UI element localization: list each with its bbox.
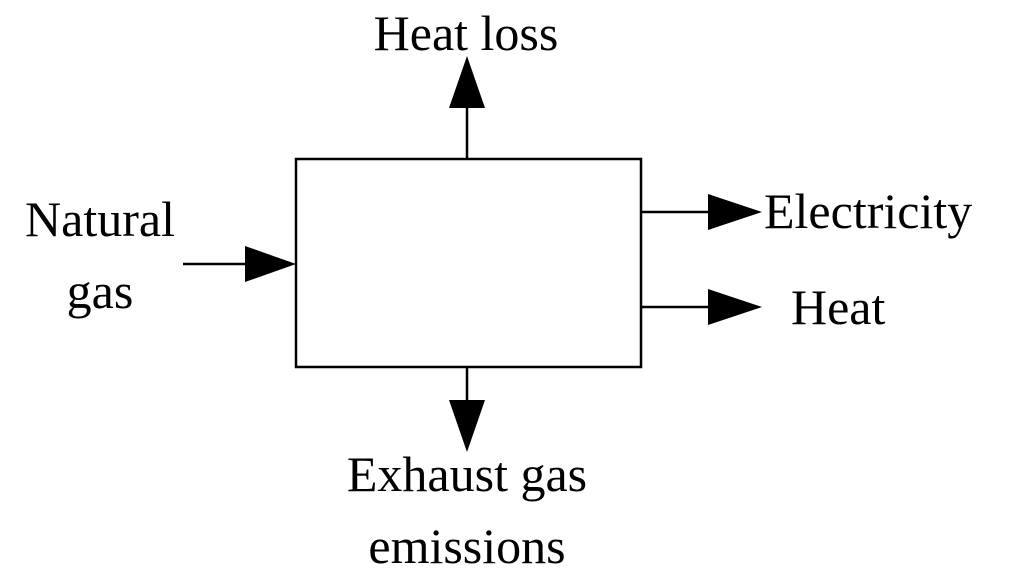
process-box [294,157,643,369]
heat-loss-arrow [449,56,485,159]
heat-arrow [641,289,762,325]
heat-loss-label: Heat loss [374,5,559,61]
natural-gas-label-line-1: Natural [25,191,175,247]
exhaust-arrow [449,367,485,452]
natural-gas-label-line-2: gas [67,263,134,319]
heat-label: Heat [791,279,885,335]
exhaust-label-line-2: emissions [368,518,565,574]
exhaust-label-line-1: Exhaust gas [347,446,587,502]
natural-gas-arrow [183,246,296,282]
electricity-arrow [641,194,762,230]
electricity-label: Electricity [764,183,972,239]
